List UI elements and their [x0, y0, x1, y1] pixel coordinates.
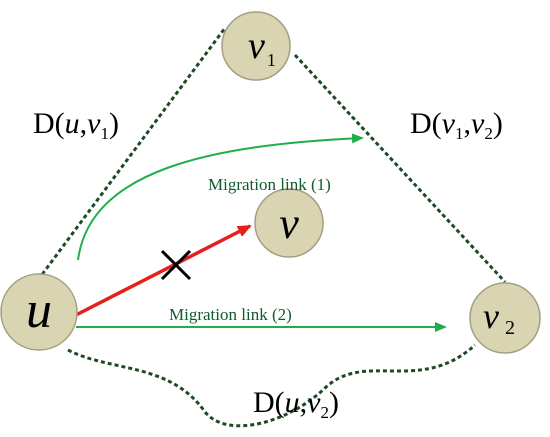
migration-link-1-label: Migration link (1) — [208, 175, 331, 194]
distance-label-v1-v2: D(v1,v2) — [410, 107, 503, 143]
node-u-label: u — [26, 282, 52, 339]
distance-label-u-v1: D(u,v1) — [33, 107, 119, 143]
distance-label-u-v2: D(u,v2) — [253, 386, 339, 422]
node-v2-sub: 2 — [505, 317, 515, 339]
cross-icon — [160, 249, 192, 281]
migration-link-2-label: Migration link (2) — [169, 305, 292, 324]
node-v1-label: v — [248, 25, 265, 67]
svg-text:v1: v1 — [248, 25, 276, 70]
node-v-label: v — [279, 199, 299, 248]
node-v2-label: v — [483, 296, 499, 336]
path-u-v2 — [67, 343, 477, 428]
path-u-v1 — [36, 27, 227, 281]
migration-link-1-arrow — [77, 133, 364, 261]
node-u: u — [0, 273, 78, 351]
path-v1-v2 — [293, 53, 507, 284]
node-v1-sub: 1 — [267, 50, 276, 70]
node-v: v — [254, 188, 324, 258]
svg-text:v2: v2 — [483, 296, 515, 339]
failed-link-arrow — [75, 224, 252, 317]
